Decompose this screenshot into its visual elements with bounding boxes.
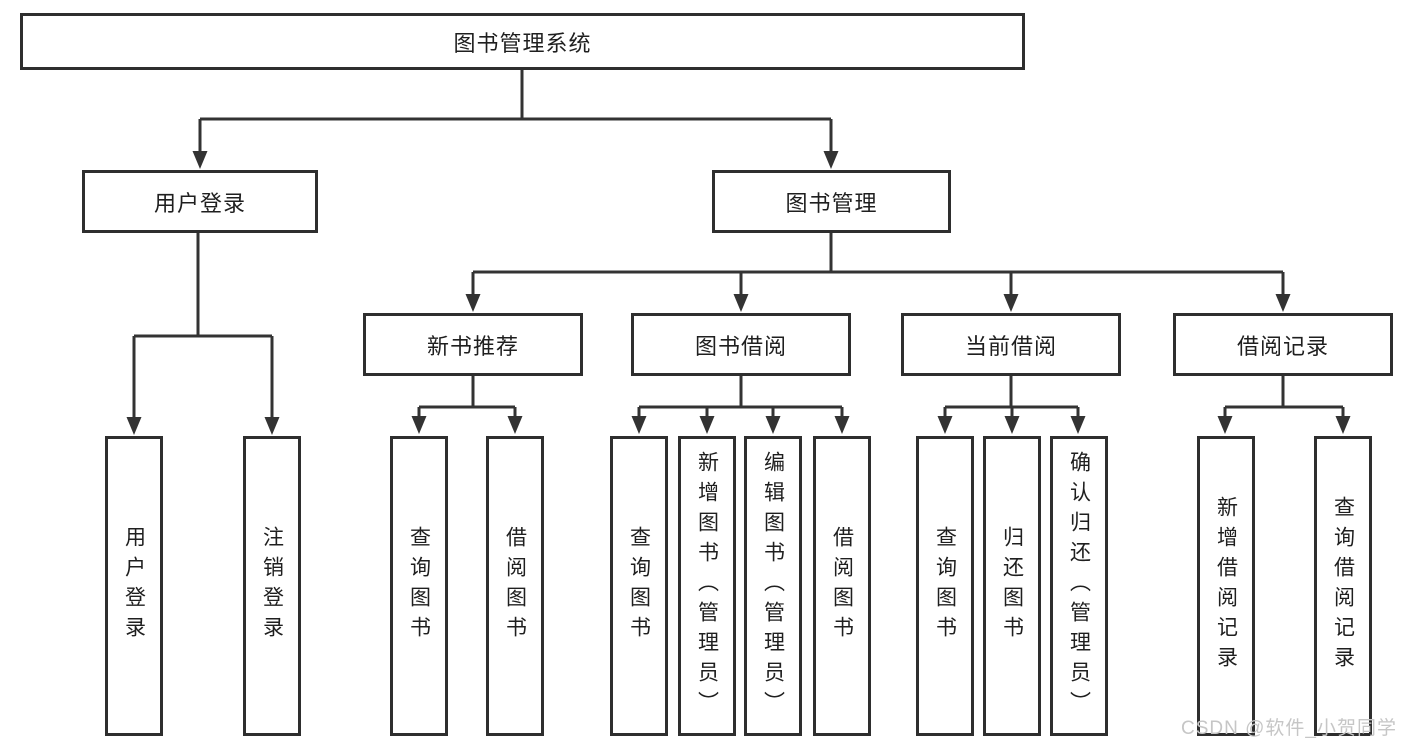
leaf-confirm-return-admin: 确认归还（管理员）: [1050, 436, 1108, 736]
arrowhead: [126, 417, 142, 435]
leaf-query-borrow-record: 查询借阅记录: [1314, 436, 1372, 736]
arrowhead: [192, 151, 208, 169]
connector-user-login-fork: [126, 232, 280, 435]
csdn-watermark: CSDN @软件_小贺同学: [1181, 718, 1397, 739]
leaf-logout: 注销登录: [243, 436, 301, 736]
connector-current-borrow-fork: [937, 375, 1086, 434]
leaf-query-book-3: 查询图书: [916, 436, 974, 736]
arrowhead: [1217, 416, 1233, 434]
arrowhead: [823, 151, 839, 169]
leaf-label: 编辑图书（管理员）: [761, 451, 785, 721]
arrowhead: [937, 416, 953, 434]
arrowhead: [1004, 416, 1020, 434]
leaf-edit-book-admin: 编辑图书（管理员）: [744, 436, 802, 736]
leaf-label: 注销登录: [260, 526, 284, 646]
leaf-query-book-2: 查询图书: [610, 436, 668, 736]
node-user-login: 用户登录: [82, 170, 318, 233]
leaf-label: 归还图书: [1000, 526, 1024, 646]
arrowhead: [1335, 416, 1351, 434]
arrowhead: [1275, 294, 1291, 312]
leaf-label: 查询图书: [407, 526, 431, 646]
connector-root-fork: [192, 69, 839, 169]
leaf-label: 查询图书: [933, 526, 957, 646]
leaf-label: 借阅图书: [503, 526, 527, 646]
connector-new-book-fork: [411, 375, 523, 434]
connector-book-mgmt-fork: [465, 232, 1291, 312]
arrowhead: [834, 416, 850, 434]
leaf-label: 新增借阅记录: [1214, 496, 1238, 676]
arrowhead: [765, 416, 781, 434]
node-root-system: 图书管理系统: [20, 13, 1025, 70]
node-current-borrow: 当前借阅: [901, 313, 1121, 376]
arrowhead: [1003, 294, 1019, 312]
node-book-management: 图书管理: [712, 170, 951, 233]
leaf-label: 新增图书（管理员）: [695, 451, 719, 721]
leaf-user-login: 用户登录: [105, 436, 163, 736]
connector-borrow-record-fork: [1217, 375, 1351, 434]
arrowhead: [699, 416, 715, 434]
leaf-borrow-book-1: 借阅图书: [486, 436, 544, 736]
arrowhead: [1070, 416, 1086, 434]
leaf-label: 用户登录: [122, 526, 146, 646]
arrowhead: [507, 416, 523, 434]
leaf-label: 查询借阅记录: [1331, 496, 1355, 676]
arrowhead: [411, 416, 427, 434]
leaf-label: 查询图书: [627, 526, 651, 646]
node-book-borrow: 图书借阅: [631, 313, 851, 376]
leaf-add-borrow-record: 新增借阅记录: [1197, 436, 1255, 736]
arrowhead: [264, 417, 280, 435]
leaf-return-book: 归还图书: [983, 436, 1041, 736]
leaf-label: 确认归还（管理员）: [1067, 451, 1091, 721]
node-borrow-record: 借阅记录: [1173, 313, 1393, 376]
arrowhead: [733, 294, 749, 312]
arrowhead: [631, 416, 647, 434]
node-new-book-recommend: 新书推荐: [363, 313, 583, 376]
connector-book-borrow-fork: [631, 375, 850, 434]
arrowhead: [465, 294, 481, 312]
leaf-query-book-1: 查询图书: [390, 436, 448, 736]
leaf-borrow-book-2: 借阅图书: [813, 436, 871, 736]
leaf-add-book-admin: 新增图书（管理员）: [678, 436, 736, 736]
leaf-label: 借阅图书: [830, 526, 854, 646]
